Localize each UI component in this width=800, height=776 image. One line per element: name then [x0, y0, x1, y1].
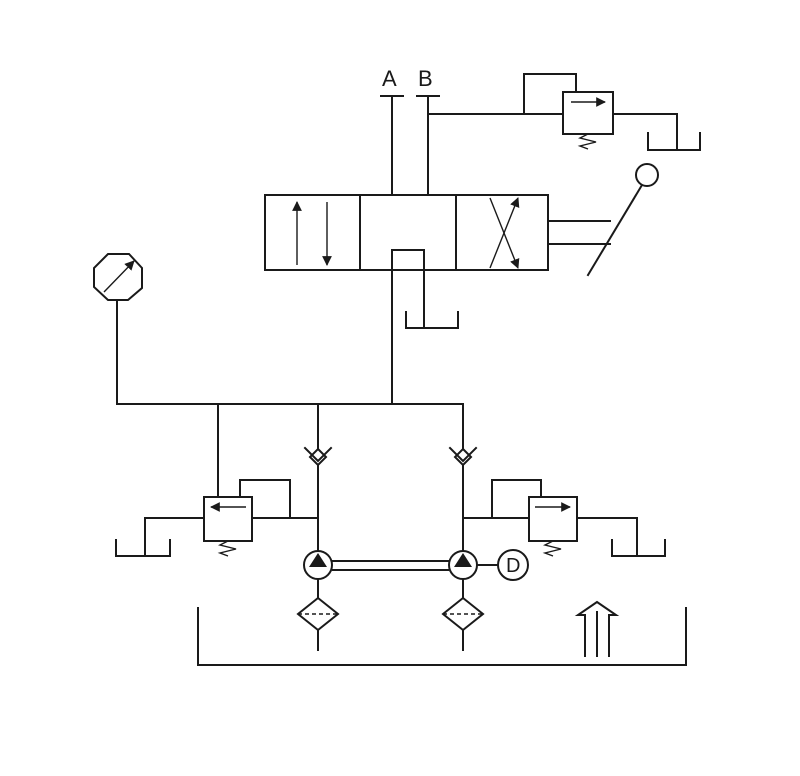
lever-actuator	[547, 163, 659, 277]
pump-drive-shaft	[332, 560, 498, 571]
tank-center	[405, 311, 459, 329]
pressure-manifold	[116, 269, 464, 498]
port-a-line: A	[380, 66, 404, 209]
check-valve-right	[448, 446, 478, 556]
vent-arrow-icon	[574, 600, 620, 657]
hydraulic-pump-right	[448, 550, 478, 580]
tank-top-right	[647, 132, 701, 151]
relief-valve-top	[427, 73, 701, 151]
pressure-gauge	[93, 253, 143, 405]
relief-valve-left	[115, 479, 319, 557]
filter-left	[296, 578, 340, 651]
main-reservoir	[197, 607, 687, 666]
port-b-line: B	[416, 66, 440, 209]
motor-label: D	[506, 555, 520, 577]
tank-bottom-right	[611, 539, 666, 557]
port-b-label: B	[418, 66, 433, 91]
relief-valve-right	[462, 479, 666, 557]
hydraulic-pump-left	[303, 550, 333, 580]
tank-bottom-left	[115, 539, 171, 557]
check-valve-left	[303, 446, 333, 556]
filter-right	[441, 578, 485, 651]
port-a-label: A	[382, 66, 397, 91]
directional-control-valve	[264, 194, 549, 329]
electric-motor: D	[497, 549, 529, 581]
